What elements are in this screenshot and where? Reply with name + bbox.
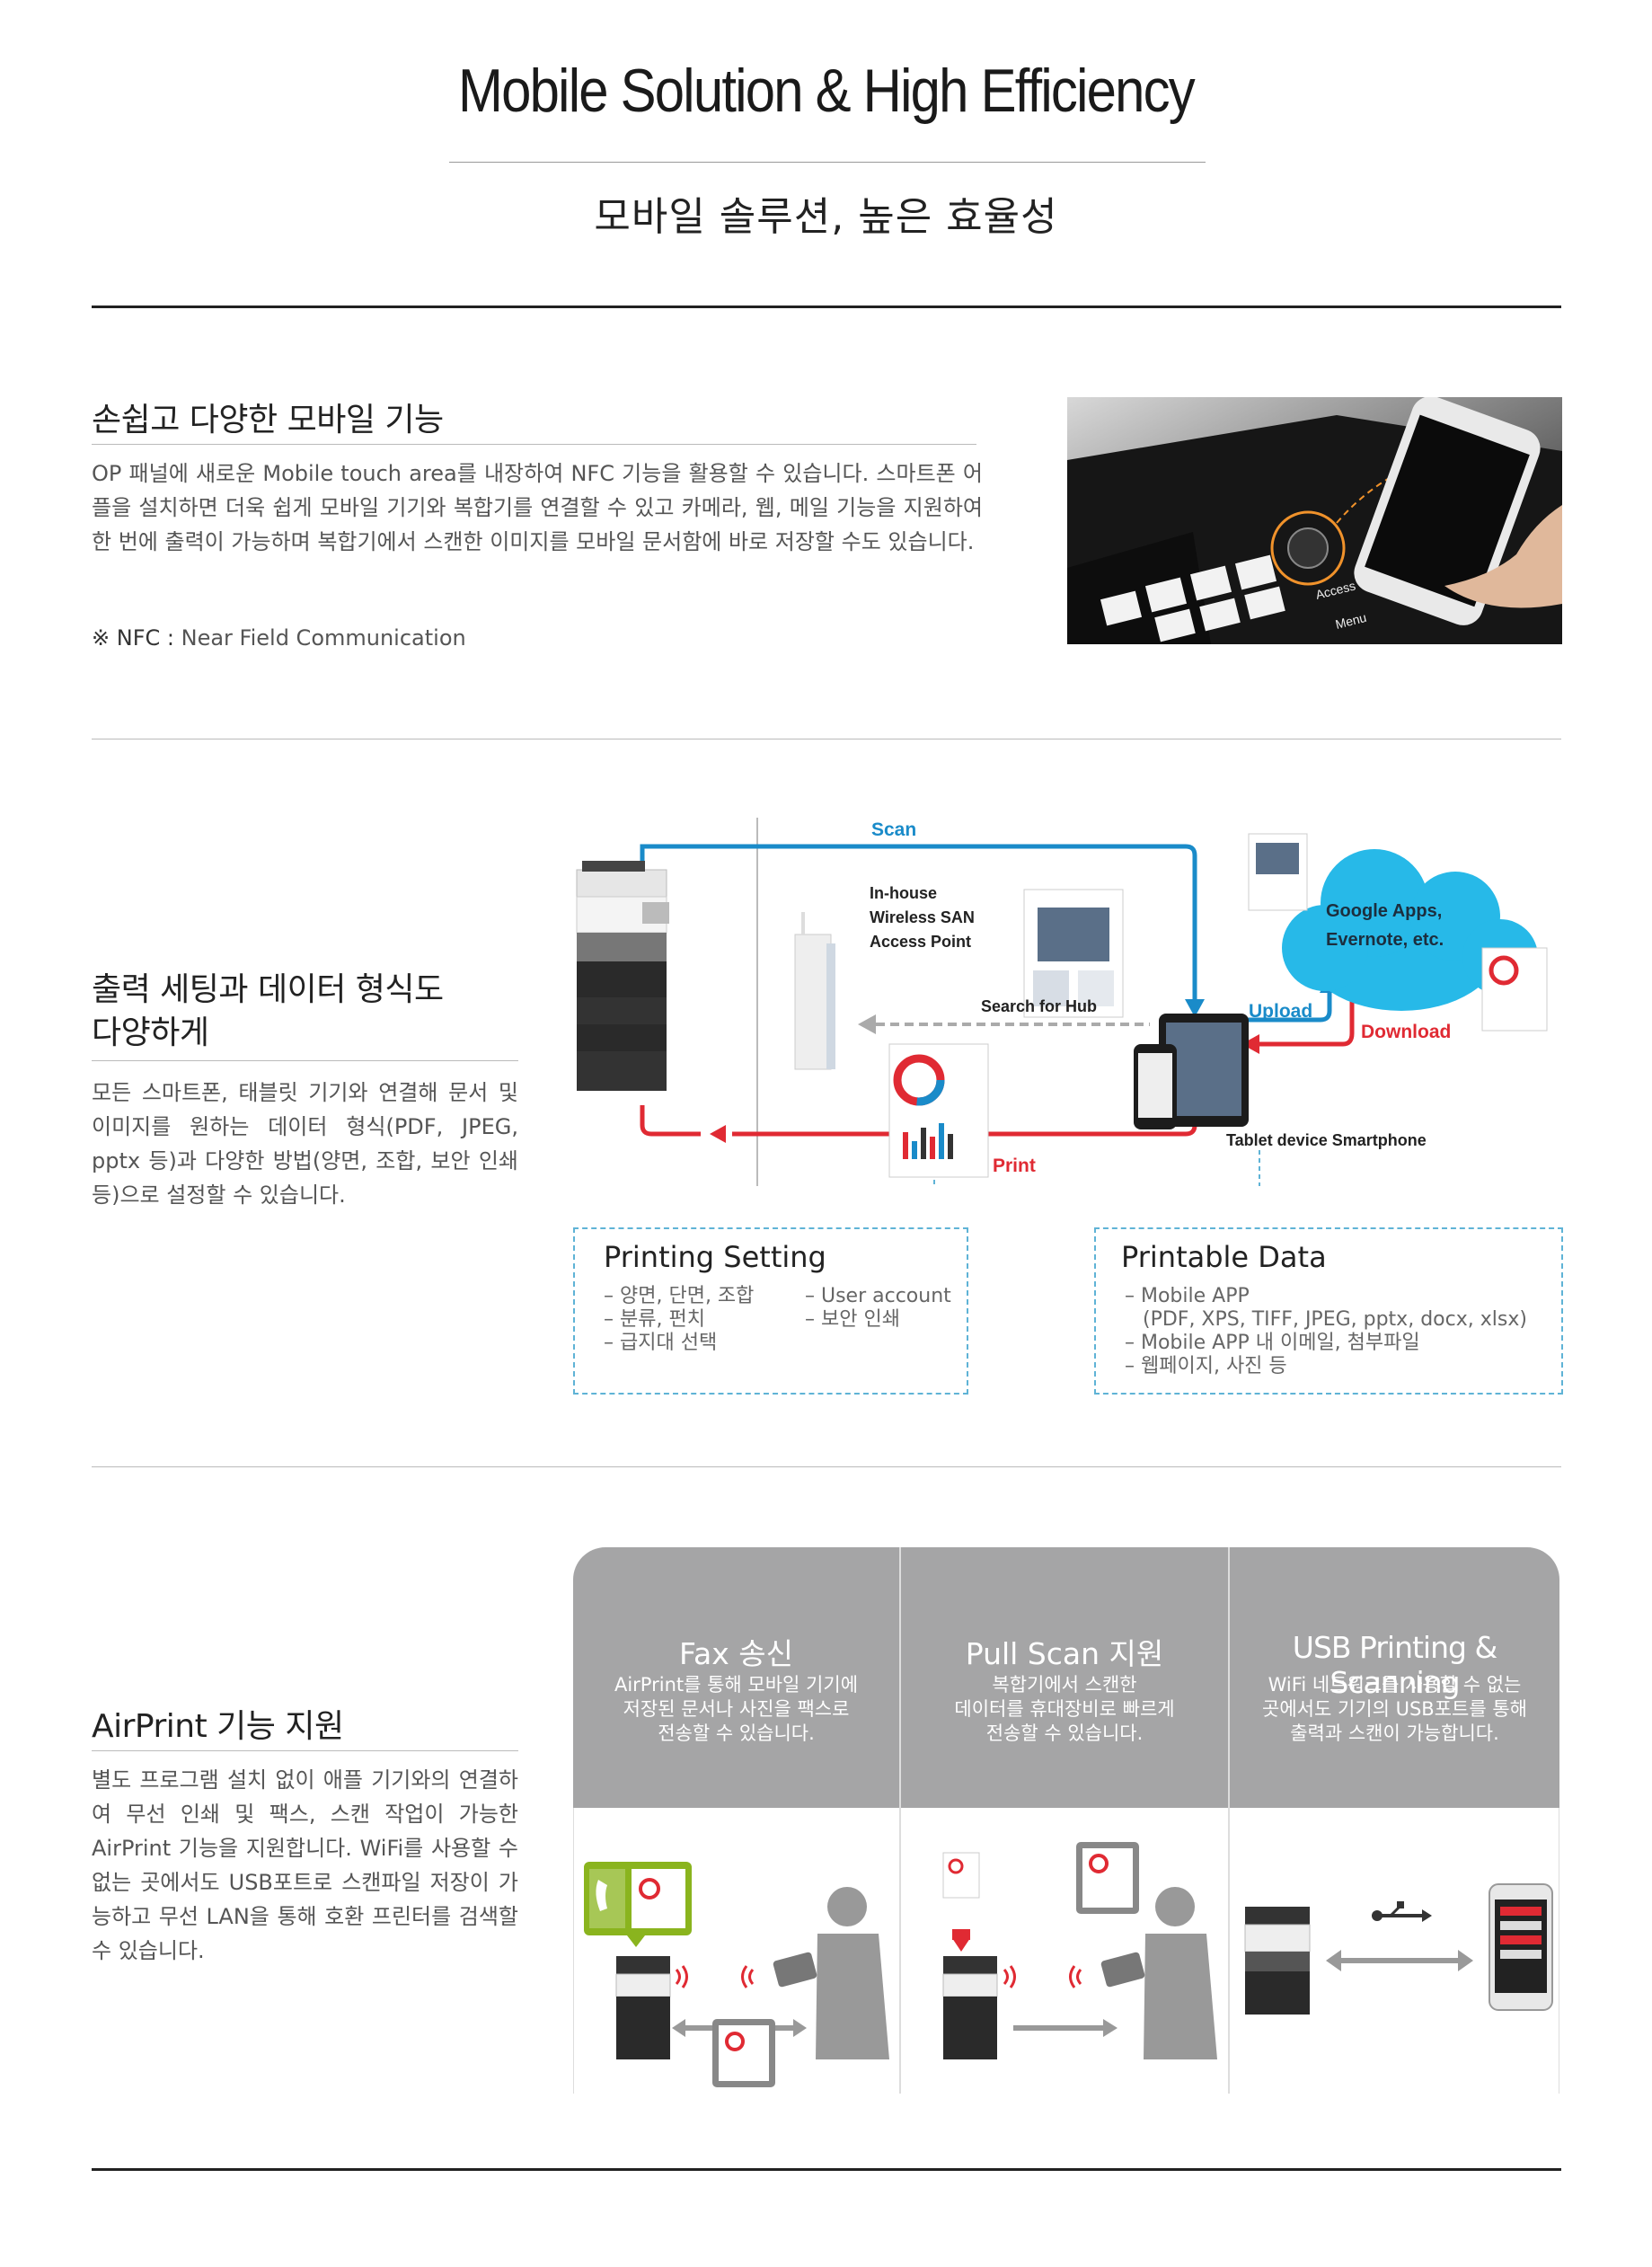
fax-title: Fax 송신 bbox=[679, 1636, 793, 1671]
printable-data-list: – Mobile APP (PDF, XPS, TIFF, JPEG, pptx… bbox=[1125, 1285, 1527, 1378]
usb-title: USB Printing & Scanning bbox=[1292, 1630, 1497, 1700]
section1-heading-rule bbox=[92, 444, 976, 445]
airprint-panel: Fax 송신 AirPrint를 통해 모바일 기기에 저장된 문서나 사진을 … bbox=[573, 1547, 1559, 2094]
airprint-header-band bbox=[573, 1547, 1559, 1808]
section1-heading: 손쉽고 다양한 모바일 기능 bbox=[92, 402, 444, 438]
download-label: Download bbox=[1361, 1022, 1451, 1042]
devices-label: Tablet device Smartphone bbox=[1226, 1131, 1427, 1149]
pull-scan-text-line: 복합기에서 스캔한 bbox=[992, 1674, 1137, 1696]
scan-label: Scan bbox=[871, 819, 916, 840]
page-title: Mobile Solution & High Efficiency bbox=[458, 57, 1196, 125]
column-divider bbox=[899, 1547, 901, 2094]
printing-setting-box: Printing Setting – 양면, 단면, 조합 – 분류, 펀치 –… bbox=[573, 1227, 968, 1395]
printing-setting-title: Printing Setting bbox=[604, 1240, 826, 1274]
printable-data-item: (PDF, XPS, TIFF, JPEG, pptx, docx, xlsx) bbox=[1143, 1308, 1527, 1331]
section2-heading-line2: 다양하게 bbox=[92, 1014, 209, 1051]
fax-text-line: 전송할 수 있습니다. bbox=[658, 1722, 815, 1744]
section2-heading-rule bbox=[92, 1060, 518, 1061]
cloud-label-1: Google Apps, bbox=[1326, 901, 1442, 921]
title-divider bbox=[449, 162, 1206, 163]
pull-scan-illustration bbox=[942, 1842, 1217, 2059]
printing-setting-item: – 분류, 펀치 bbox=[604, 1308, 705, 1331]
column-divider bbox=[1228, 1547, 1230, 2094]
section2-heading-line1: 출력 세팅과 데이터 형식도 bbox=[92, 971, 444, 1008]
print-label: Print bbox=[993, 1156, 1036, 1176]
section3-heading: AirPrint 기능 지원 bbox=[92, 1708, 344, 1745]
upload-label: Upload bbox=[1249, 1001, 1312, 1022]
cloud-label-2: Evernote, etc. bbox=[1326, 930, 1444, 950]
printing-setting-item: – 보안 인쇄 bbox=[805, 1308, 900, 1331]
copier-icon bbox=[576, 861, 669, 1091]
section3-body: 별도 프로그램 설치 없이 애플 기기와의 연결하여 무선 인쇄 및 팩스, 스… bbox=[92, 1767, 518, 1963]
printing-setting-col1: – 양면, 단면, 조합 – 분류, 펀치 – 급지대 선택 bbox=[604, 1285, 754, 1355]
printable-data-box: Printable Data – Mobile APP (PDF, XPS, T… bbox=[1094, 1227, 1563, 1395]
tablet-smartphone-icon bbox=[1134, 1014, 1249, 1129]
nfc-note-text: Near Field Communication bbox=[181, 625, 466, 651]
printing-setting-col2: – User account – 보안 인쇄 bbox=[805, 1285, 951, 1332]
usb-text-line: WiFi 네트워크를 사용할 수 없는 bbox=[1268, 1674, 1522, 1696]
search-for-hub-label: Search for Hub bbox=[981, 997, 1097, 1015]
nfc-photo: Access Menu bbox=[1067, 397, 1562, 644]
access-point-label-3: Access Point bbox=[870, 933, 971, 951]
pull-scan-title: Pull Scan 지원 bbox=[965, 1636, 1164, 1671]
printing-setting-item: – 양면, 단면, 조합 bbox=[604, 1285, 755, 1307]
fax-text: AirPrint를 통해 모바일 기기에 저장된 문서나 사진을 팩스로 전송할… bbox=[573, 1673, 899, 1746]
pull-scan-text-line: 데이터를 휴대장비로 빠르게 bbox=[954, 1698, 1175, 1720]
section2-divider bbox=[92, 1466, 1561, 1467]
fax-text-line: 저장된 문서나 사진을 팩스로 bbox=[623, 1698, 850, 1720]
nfc-note: ※ NFC : Near Field Communication bbox=[92, 625, 466, 651]
mobile-print-diagram: Scan In-house Wireless SAN Access Point … bbox=[576, 818, 1548, 1186]
usb-text: WiFi 네트워크를 사용할 수 없는 곳에서도 기기의 USB포트를 통해 출… bbox=[1230, 1673, 1559, 1746]
usb-text-line: 출력과 스캔이 가능합니다. bbox=[1290, 1722, 1499, 1744]
usb-illustration bbox=[1244, 1883, 1553, 2015]
cloud-icon bbox=[1248, 833, 1548, 1032]
nfc-note-prefix: ※ NFC : bbox=[92, 625, 174, 651]
printable-data-title: Printable Data bbox=[1121, 1240, 1327, 1274]
section2-heading: 출력 세팅과 데이터 형식도 다양하게 bbox=[92, 969, 444, 1055]
access-point-icon bbox=[794, 912, 835, 1070]
printable-data-item: – Mobile APP bbox=[1125, 1285, 1250, 1307]
nfc-photo-illustration: Access Menu bbox=[1067, 397, 1562, 644]
printed-report-icon bbox=[888, 1043, 989, 1178]
fax-text-line: AirPrint를 통해 모바일 기기에 bbox=[614, 1674, 859, 1696]
scanned-document-icon bbox=[1023, 889, 1124, 1018]
access-point-label-2: Wireless SAN bbox=[870, 908, 975, 926]
printable-data-item: – Mobile APP 내 이메일, 첨부파일 bbox=[1125, 1332, 1420, 1354]
section1-body: OP 패널에 새로운 Mobile touch area를 내장하여 NFC 기… bbox=[92, 461, 983, 554]
fax-illustration bbox=[584, 1862, 889, 2087]
panel-left-edge bbox=[573, 1808, 574, 2094]
access-point-label-1: In-house bbox=[870, 884, 937, 902]
section3-heading-rule bbox=[92, 1750, 518, 1751]
printing-setting-item: – 급지대 선택 bbox=[604, 1332, 718, 1354]
section2-body: 모든 스마트폰, 태블릿 기기와 연결해 문서 및 이미지를 원하는 데이터 형… bbox=[92, 1080, 518, 1208]
airprint-illustrations bbox=[584, 1842, 1553, 2087]
printing-setting-item: – User account bbox=[805, 1285, 951, 1307]
pull-scan-text: 복합기에서 스캔한 데이터를 휴대장비로 빠르게 전송할 수 있습니다. bbox=[901, 1673, 1228, 1746]
page-subtitle: 모바일 솔루션, 높은 효율성 bbox=[594, 194, 1058, 240]
printable-data-item: – 웹페이지, 사진 등 bbox=[1125, 1355, 1287, 1377]
usb-text-line: 곳에서도 기기의 USB포트를 통해 bbox=[1262, 1698, 1527, 1720]
footer-rule bbox=[92, 2168, 1561, 2171]
header-rule bbox=[92, 306, 1561, 308]
pull-scan-text-line: 전송할 수 있습니다. bbox=[985, 1722, 1144, 1744]
